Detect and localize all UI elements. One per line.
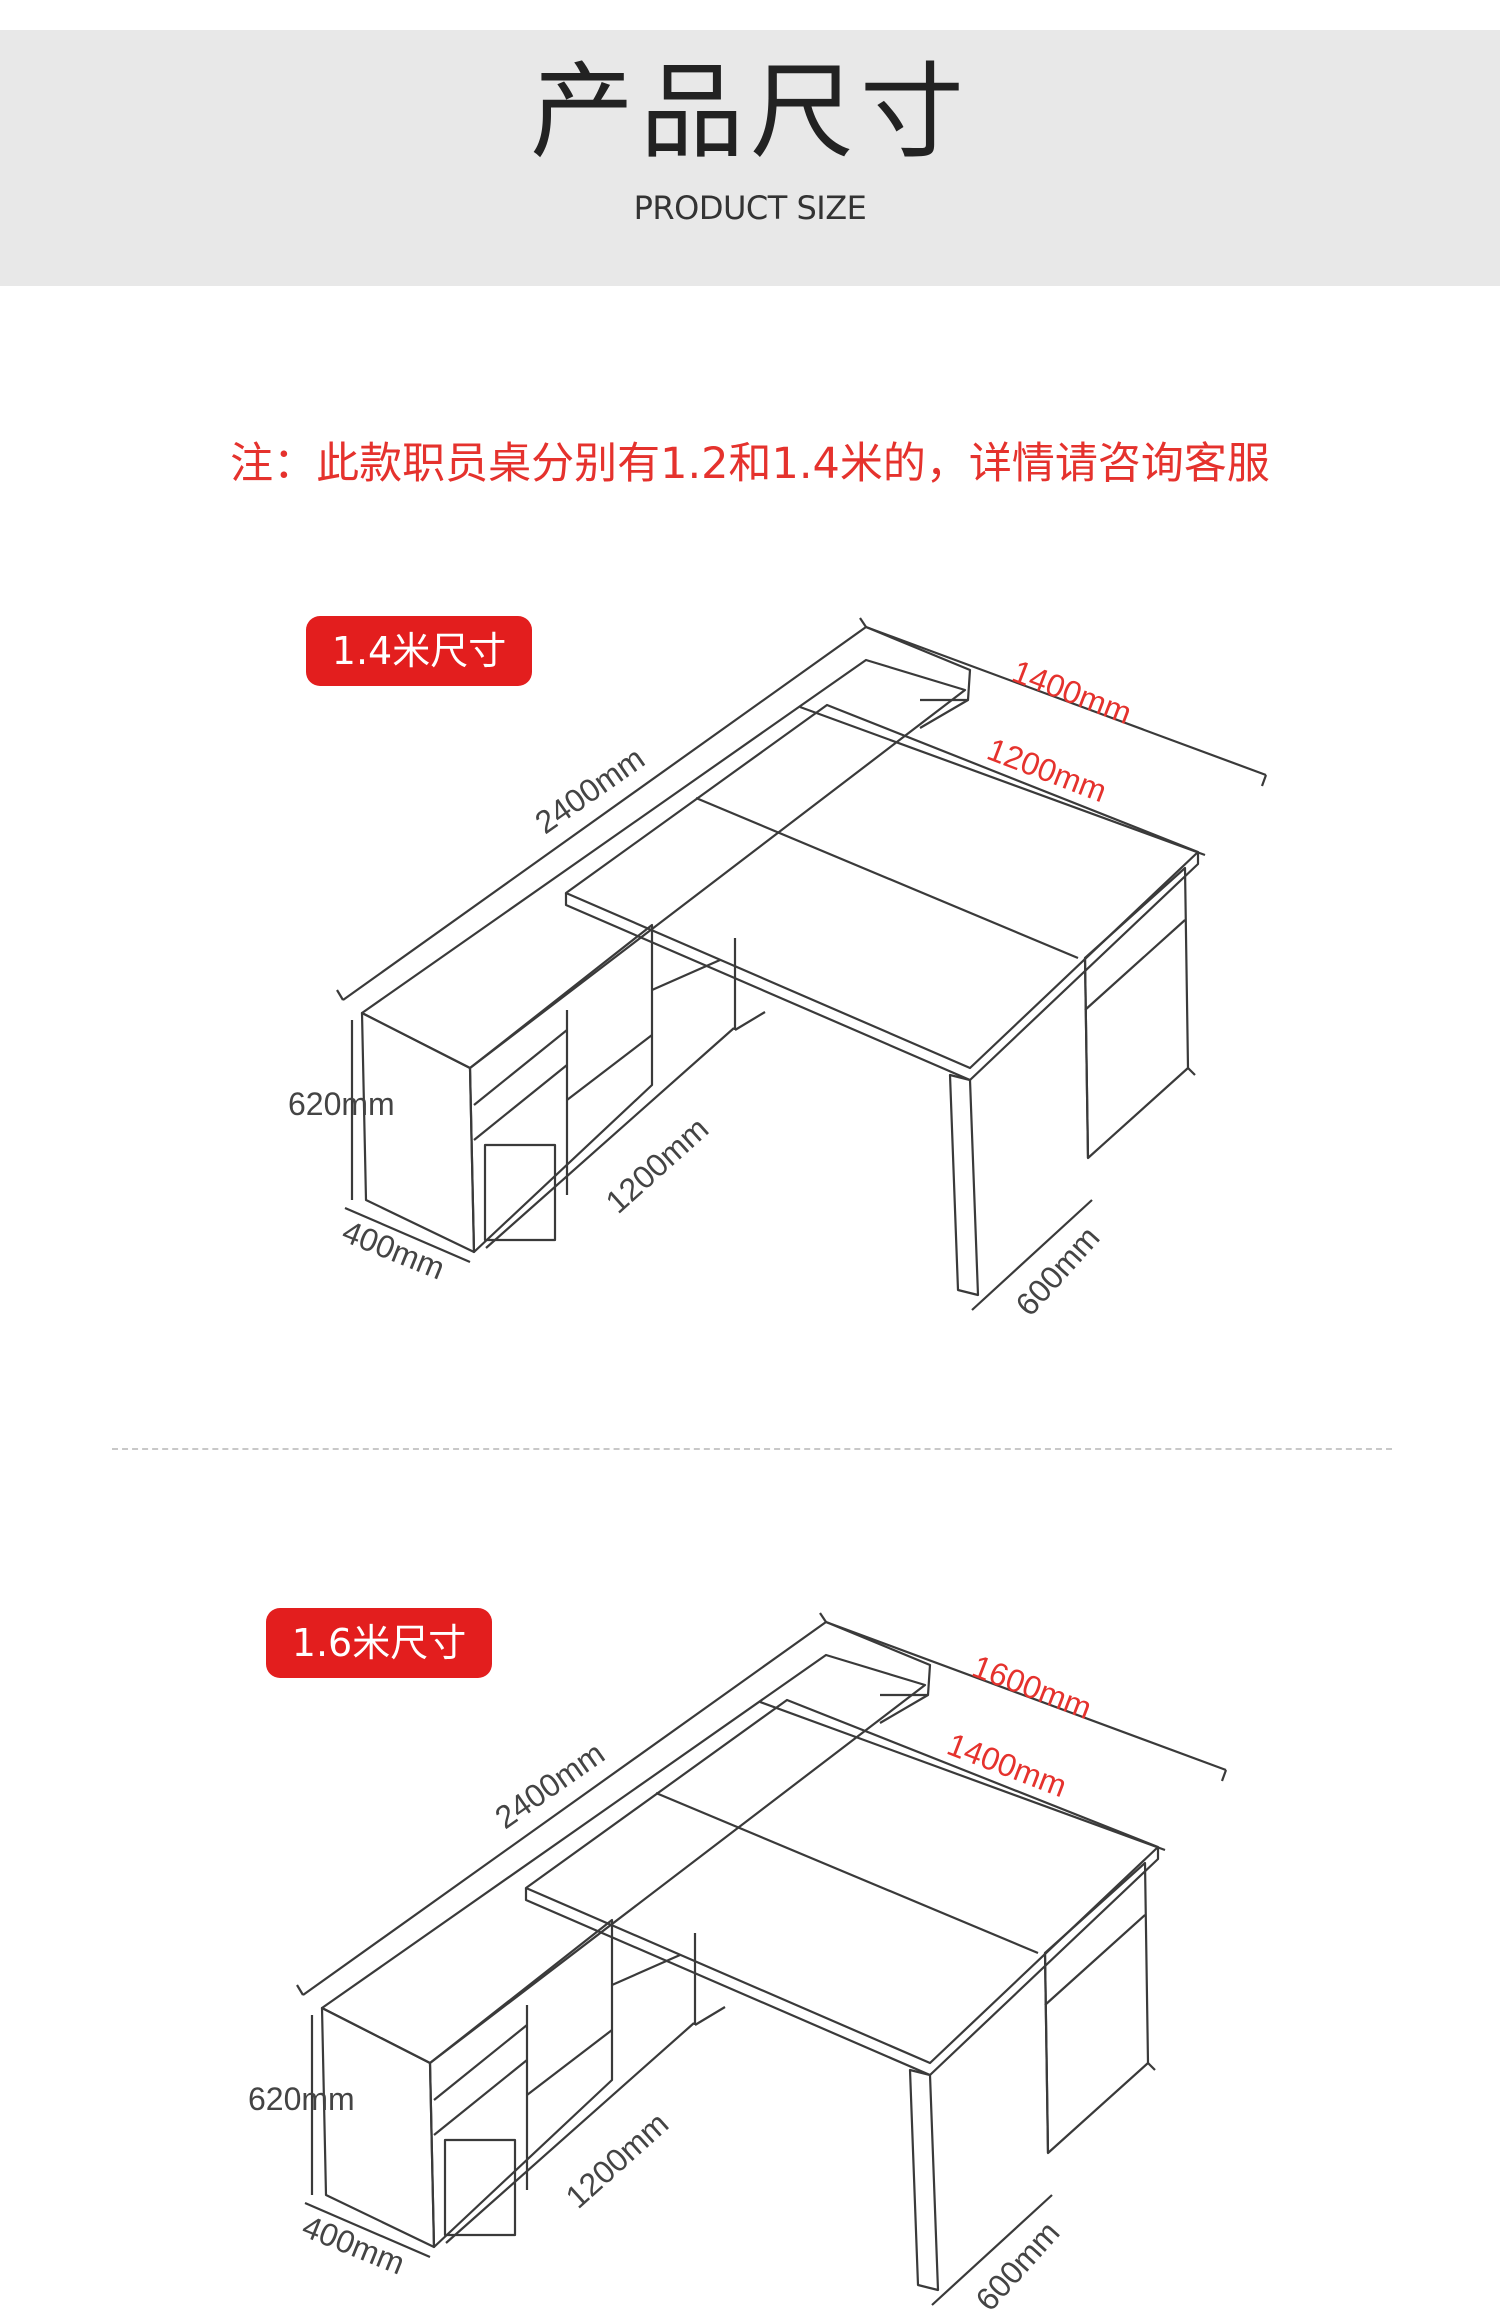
page-title: 产品尺寸 — [529, 51, 970, 173]
size-badge-1: 1.4米尺寸 — [306, 616, 532, 686]
dim-line-overall — [342, 626, 867, 1001]
dim-line-top-width — [825, 1620, 1227, 1772]
section-divider — [112, 1448, 1392, 1450]
note-text: 注：此款职员桌分别有1.2和1.4米的，详情请咨询客服 — [230, 439, 1270, 489]
dim-cabinet-length-2: 1200mm — [559, 2105, 676, 2215]
desk-top-split — [655, 1791, 1039, 1955]
cabinet-side — [428, 1918, 614, 2249]
cabinet-side — [468, 923, 654, 1254]
dim-line-desk-width — [759, 1700, 1166, 1852]
dim-cabinet-depth-2: 400mm — [297, 2208, 409, 2281]
dim-line-desk-depth — [971, 1199, 1093, 1311]
desk-top-split — [695, 796, 1079, 960]
dim-height-2: 620mm — [248, 2081, 355, 2117]
dim-overall-2: 2400mm — [488, 1735, 611, 1836]
page-subtitle: PRODUCT SIZE — [633, 189, 867, 227]
dim-height-1: 620mm — [288, 1086, 395, 1122]
dim-line-desk-width — [799, 705, 1206, 857]
dim-desk-depth-2: 600mm — [968, 2214, 1066, 2317]
desk-top — [524, 1698, 1160, 2065]
dim-line-cabinet-depth — [344, 1206, 471, 1264]
dim-line-cabinet-length — [445, 2022, 695, 2244]
cabinet-front — [320, 2006, 436, 2249]
dim-line-desk-depth — [931, 2194, 1053, 2306]
dim-line-cabinet-depth — [304, 2201, 431, 2259]
dim-line-overall — [302, 1621, 827, 1996]
cabinet-top — [320, 1653, 927, 2065]
desk-pedestal — [1043, 1861, 1150, 2155]
header-banner — [0, 30, 1500, 286]
dim-line-top-width — [865, 625, 1267, 777]
size-badge-2: 1.6米尺寸 — [266, 1608, 492, 1678]
dim-top-width-2: 1600mm — [967, 1648, 1096, 1726]
dim-line-cabinet-length — [485, 1027, 735, 1249]
